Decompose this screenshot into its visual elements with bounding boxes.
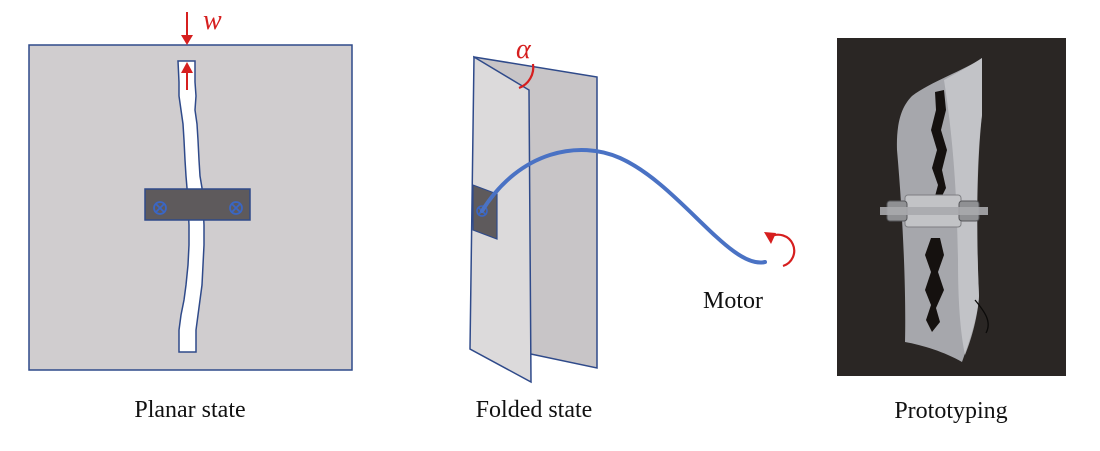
- prototype-bolt: [880, 207, 988, 215]
- caption-folded-state: Folded state: [476, 397, 593, 423]
- prototype-slit: [931, 90, 947, 200]
- rotation-arrow-icon: [764, 232, 796, 268]
- prototype-slit: [925, 238, 944, 332]
- width-symbol: w: [203, 5, 222, 36]
- motor-cable: [480, 147, 767, 265]
- screw-icon: [229, 201, 243, 215]
- caption-planar-state: Planar state: [134, 397, 245, 423]
- planar-clamp: [144, 188, 251, 221]
- screw-icon: [153, 201, 167, 215]
- motor-label: Motor: [703, 288, 763, 314]
- prototype-wire: [974, 299, 989, 334]
- fold-angle-arc: [518, 63, 535, 90]
- folded-state-diagram: α Motor Folded state: [469, 34, 796, 423]
- caption-prototyping: Prototyping: [894, 398, 1007, 424]
- angle-symbol: α: [516, 34, 532, 65]
- folded-front-panel: [469, 55, 532, 384]
- planar-state-diagram: w Planar state: [28, 5, 353, 423]
- prototype-photo: Prototyping: [837, 38, 1066, 424]
- width-arrow-icon: [181, 12, 193, 90]
